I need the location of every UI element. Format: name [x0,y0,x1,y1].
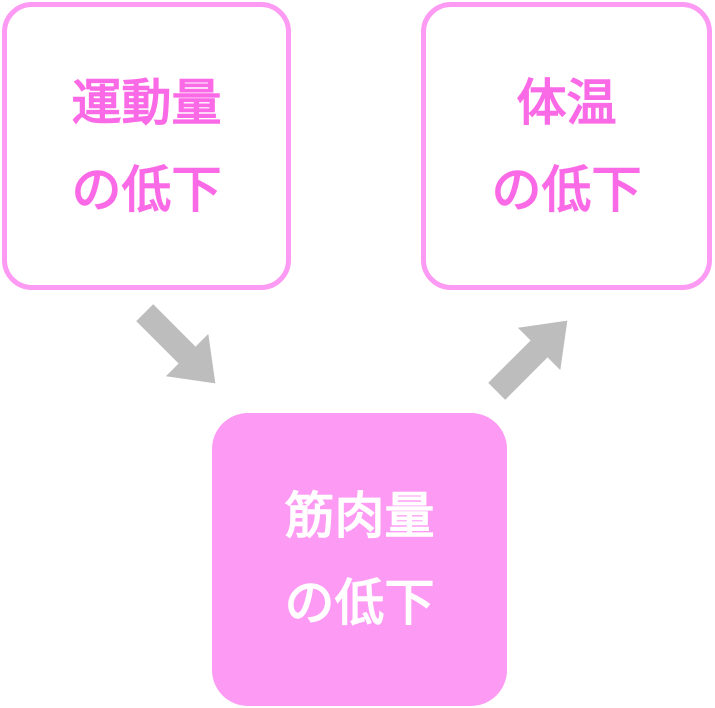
node-muscle-line2: の低下 [284,575,435,631]
node-body-temp-line2: の低下 [491,161,642,218]
node-exercise-line1: 運動量 [71,74,222,131]
arrow-shape [488,320,568,400]
node-exercise-decline: 運動量 の低下 [2,2,291,290]
node-body-temp-line1: 体温 [516,74,617,131]
arrow-up-right-icon [475,299,588,412]
arrow-shape [136,304,216,384]
node-exercise-line2: の低下 [71,161,222,218]
node-muscle-decline: 筋肉量 の低下 [212,413,507,706]
node-muscle-line1: 筋肉量 [284,488,435,544]
arrow-down-right-icon [123,291,236,404]
node-body-temp-decline: 体温 の低下 [421,2,712,290]
